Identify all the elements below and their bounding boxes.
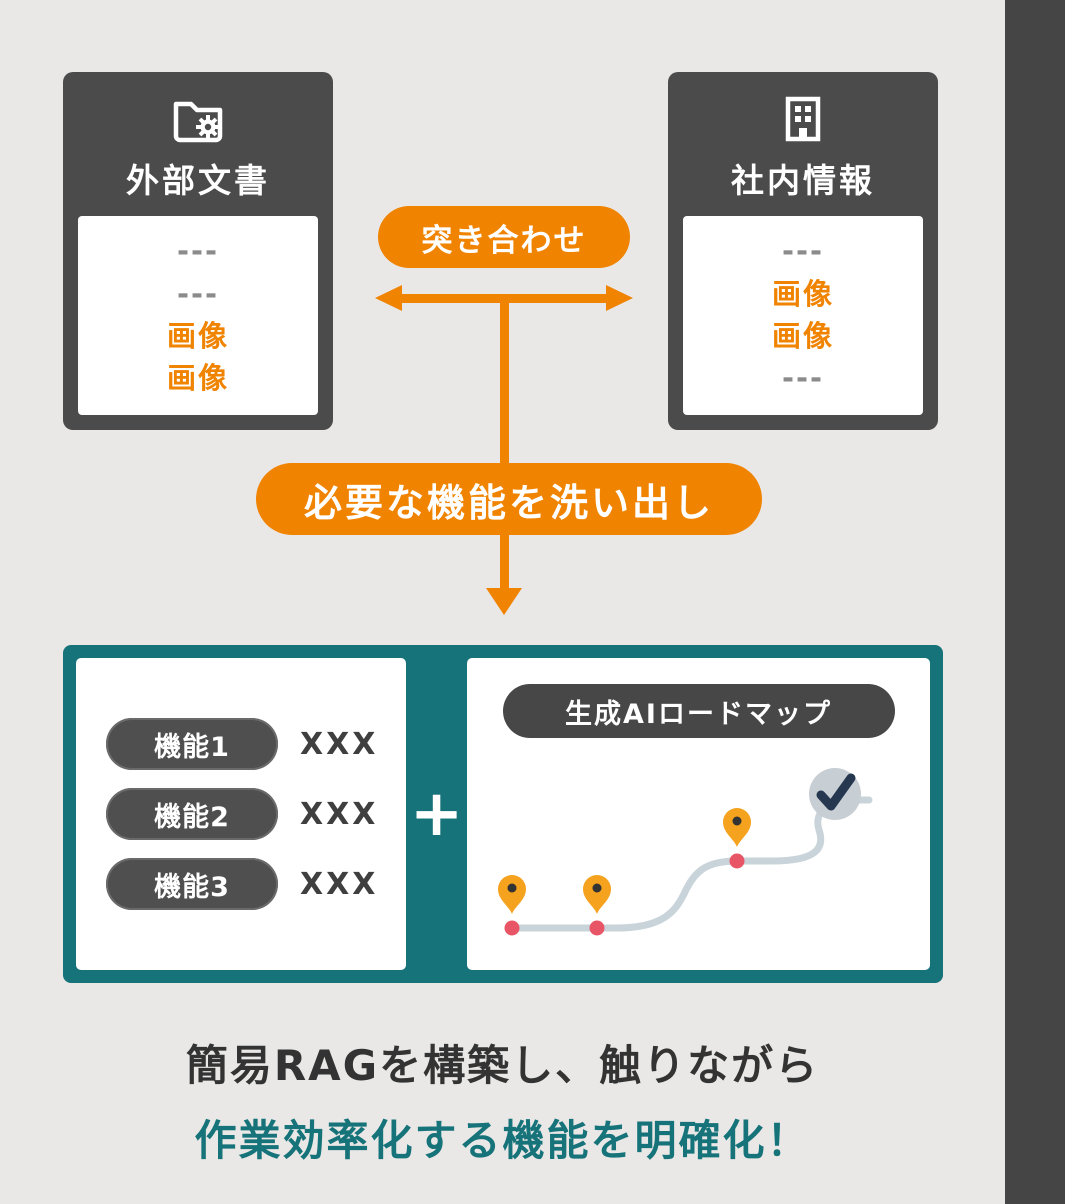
function-value: XXX <box>300 796 379 832</box>
external-documents-card: 外部文書 --- --- 画像 画像 <box>63 72 333 430</box>
internal-info-title: 社内情報 <box>731 161 875 200</box>
doc-line: --- <box>176 234 220 269</box>
function-pill: 機能3 <box>106 858 278 910</box>
function-pill: 機能2 <box>106 788 278 840</box>
doc-line-image: 画像 <box>771 276 834 311</box>
functions-panel: 機能1 XXX 機能2 XXX 機能3 XXX <box>76 658 406 970</box>
match-label-pill: 突き合わせ <box>378 206 630 268</box>
function-value: XXX <box>300 866 379 902</box>
doc-line: --- <box>176 276 220 311</box>
doc-line-image: 画像 <box>166 361 229 396</box>
doc-line-image: 画像 <box>166 319 229 353</box>
external-documents-content: --- --- 画像 画像 <box>78 216 318 415</box>
function-pill: 機能1 <box>106 718 278 770</box>
extract-label-pill: 必要な機能を洗い出し <box>256 463 762 535</box>
function-row: 機能2 XXX <box>106 788 406 840</box>
folder-gear-icon <box>167 90 229 148</box>
caption-line-1: 簡易RAGを構築し、触りながら <box>185 1041 820 1090</box>
roadmap-illustration <box>498 768 873 936</box>
roadmap-title-pill: 生成AIロードマップ <box>502 684 895 738</box>
caption-line-2: 作業効率化する機能を明確化！ <box>194 1116 811 1165</box>
double-arrow-icon <box>375 285 633 311</box>
doc-line-image: 画像 <box>771 319 834 353</box>
map-pin-icon <box>583 875 611 914</box>
plus-sign: + <box>409 777 464 851</box>
waypoint-dot <box>729 853 745 869</box>
doc-line: --- <box>781 361 825 396</box>
map-pin-icon <box>498 875 526 914</box>
vertical-connector <box>500 298 509 590</box>
check-icon <box>809 768 861 820</box>
map-pin-icon <box>723 808 751 847</box>
road-path <box>508 796 873 932</box>
result-box: 機能1 XXX 機能2 XXX 機能3 XXX + 生成AIロードマップ <box>63 645 943 983</box>
building-icon <box>774 90 832 148</box>
roadmap-panel: 生成AIロードマップ <box>467 658 930 970</box>
function-row: 機能3 XXX <box>106 858 406 910</box>
external-documents-title: 外部文書 <box>126 161 270 200</box>
internal-info-content: --- 画像 画像 --- <box>683 216 923 415</box>
page-edge-strip <box>1005 0 1065 1204</box>
function-value: XXX <box>300 726 379 762</box>
waypoint-dot <box>589 920 605 936</box>
waypoint-dot <box>504 920 520 936</box>
internal-info-card: 社内情報 --- 画像 画像 --- <box>668 72 938 430</box>
down-arrow-icon <box>486 588 522 615</box>
doc-line: --- <box>781 234 825 269</box>
function-row: 機能1 XXX <box>106 718 406 770</box>
caption: 簡易RAGを構築し、触りながら 作業効率化する機能を明確化！ <box>0 1032 1005 1168</box>
